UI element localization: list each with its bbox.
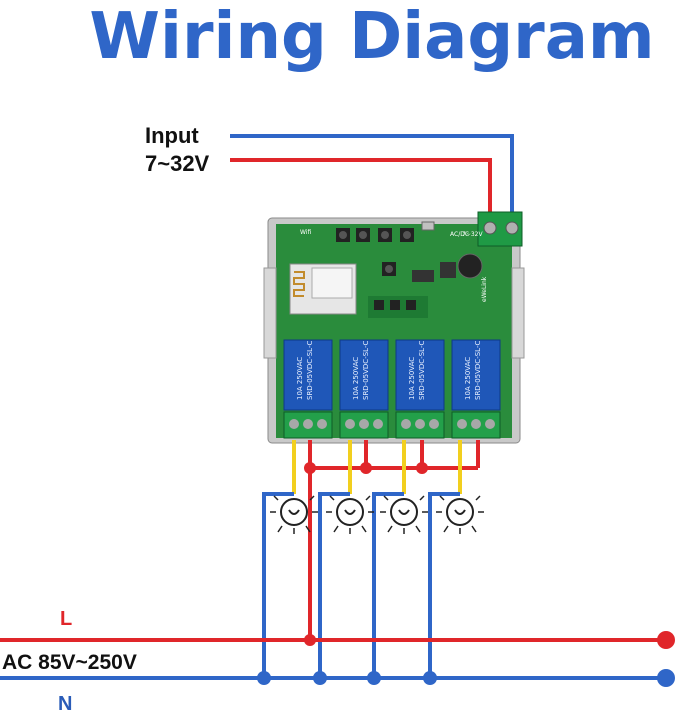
lamp-3-icon [380, 495, 428, 534]
neutral-junctions [257, 671, 437, 685]
board-voltage-text: 7~32V [462, 231, 483, 238]
capacitor [457, 253, 483, 279]
neutral-label: N [58, 693, 72, 715]
input-positive-wire [230, 158, 492, 222]
relay-1: SRD-05VDC-SL-C 10A 250VAC [283, 339, 333, 411]
relay-4: SRD-05VDC-SL-C 10A 250VAC [451, 339, 501, 411]
input-label: Input [145, 123, 199, 148]
live-distribution [308, 440, 480, 640]
usb-port [421, 221, 435, 231]
svg-text:SRD-05VDC-SL-C: SRD-05VDC-SL-C [362, 341, 370, 400]
relay-module: Wifi AC/DC 7~32V eWeLink SRD-05VDC-SL-C … [263, 211, 525, 444]
input-negative-wire [230, 134, 514, 222]
input-voltage-label: 7~32V [145, 151, 210, 176]
lamp-1-icon [270, 495, 318, 534]
brand-text: eWeLink [481, 276, 488, 302]
page-title: Wiring Diagram [89, 0, 654, 74]
inductor [440, 262, 456, 278]
svg-text:SRD-05VDC-SL-C: SRD-05VDC-SL-C [418, 341, 426, 400]
wifi-text: Wifi [300, 229, 311, 236]
live-label: L [60, 608, 72, 630]
svg-text:10A 250VAC: 10A 250VAC [408, 357, 416, 400]
live-junction [304, 634, 316, 646]
svg-text:10A 250VAC: 10A 250VAC [464, 357, 472, 400]
load-wires [292, 440, 462, 494]
svg-text:10A 250VAC: 10A 250VAC [296, 357, 304, 400]
relay-3: SRD-05VDC-SL-C 10A 250VAC [395, 339, 445, 411]
button-row [336, 228, 414, 276]
dc-text: AC/DC [450, 231, 469, 238]
lamp-2-icon [326, 495, 374, 534]
live-terminal-dot [657, 631, 675, 649]
ac-voltage-label: AC 85V~250V [2, 651, 137, 674]
svg-text:SRD-05VDC-SL-C: SRD-05VDC-SL-C [306, 341, 314, 400]
neutral-terminal-dot [657, 669, 675, 687]
svg-text:10A 250VAC: 10A 250VAC [352, 357, 360, 400]
output-terminals [283, 411, 501, 439]
relay-2: SRD-05VDC-SL-C 10A 250VAC [339, 339, 389, 411]
svg-text:SRD-05VDC-SL-C: SRD-05VDC-SL-C [474, 341, 482, 400]
lamp-4-icon [436, 495, 484, 534]
neutral-returns [262, 492, 460, 678]
